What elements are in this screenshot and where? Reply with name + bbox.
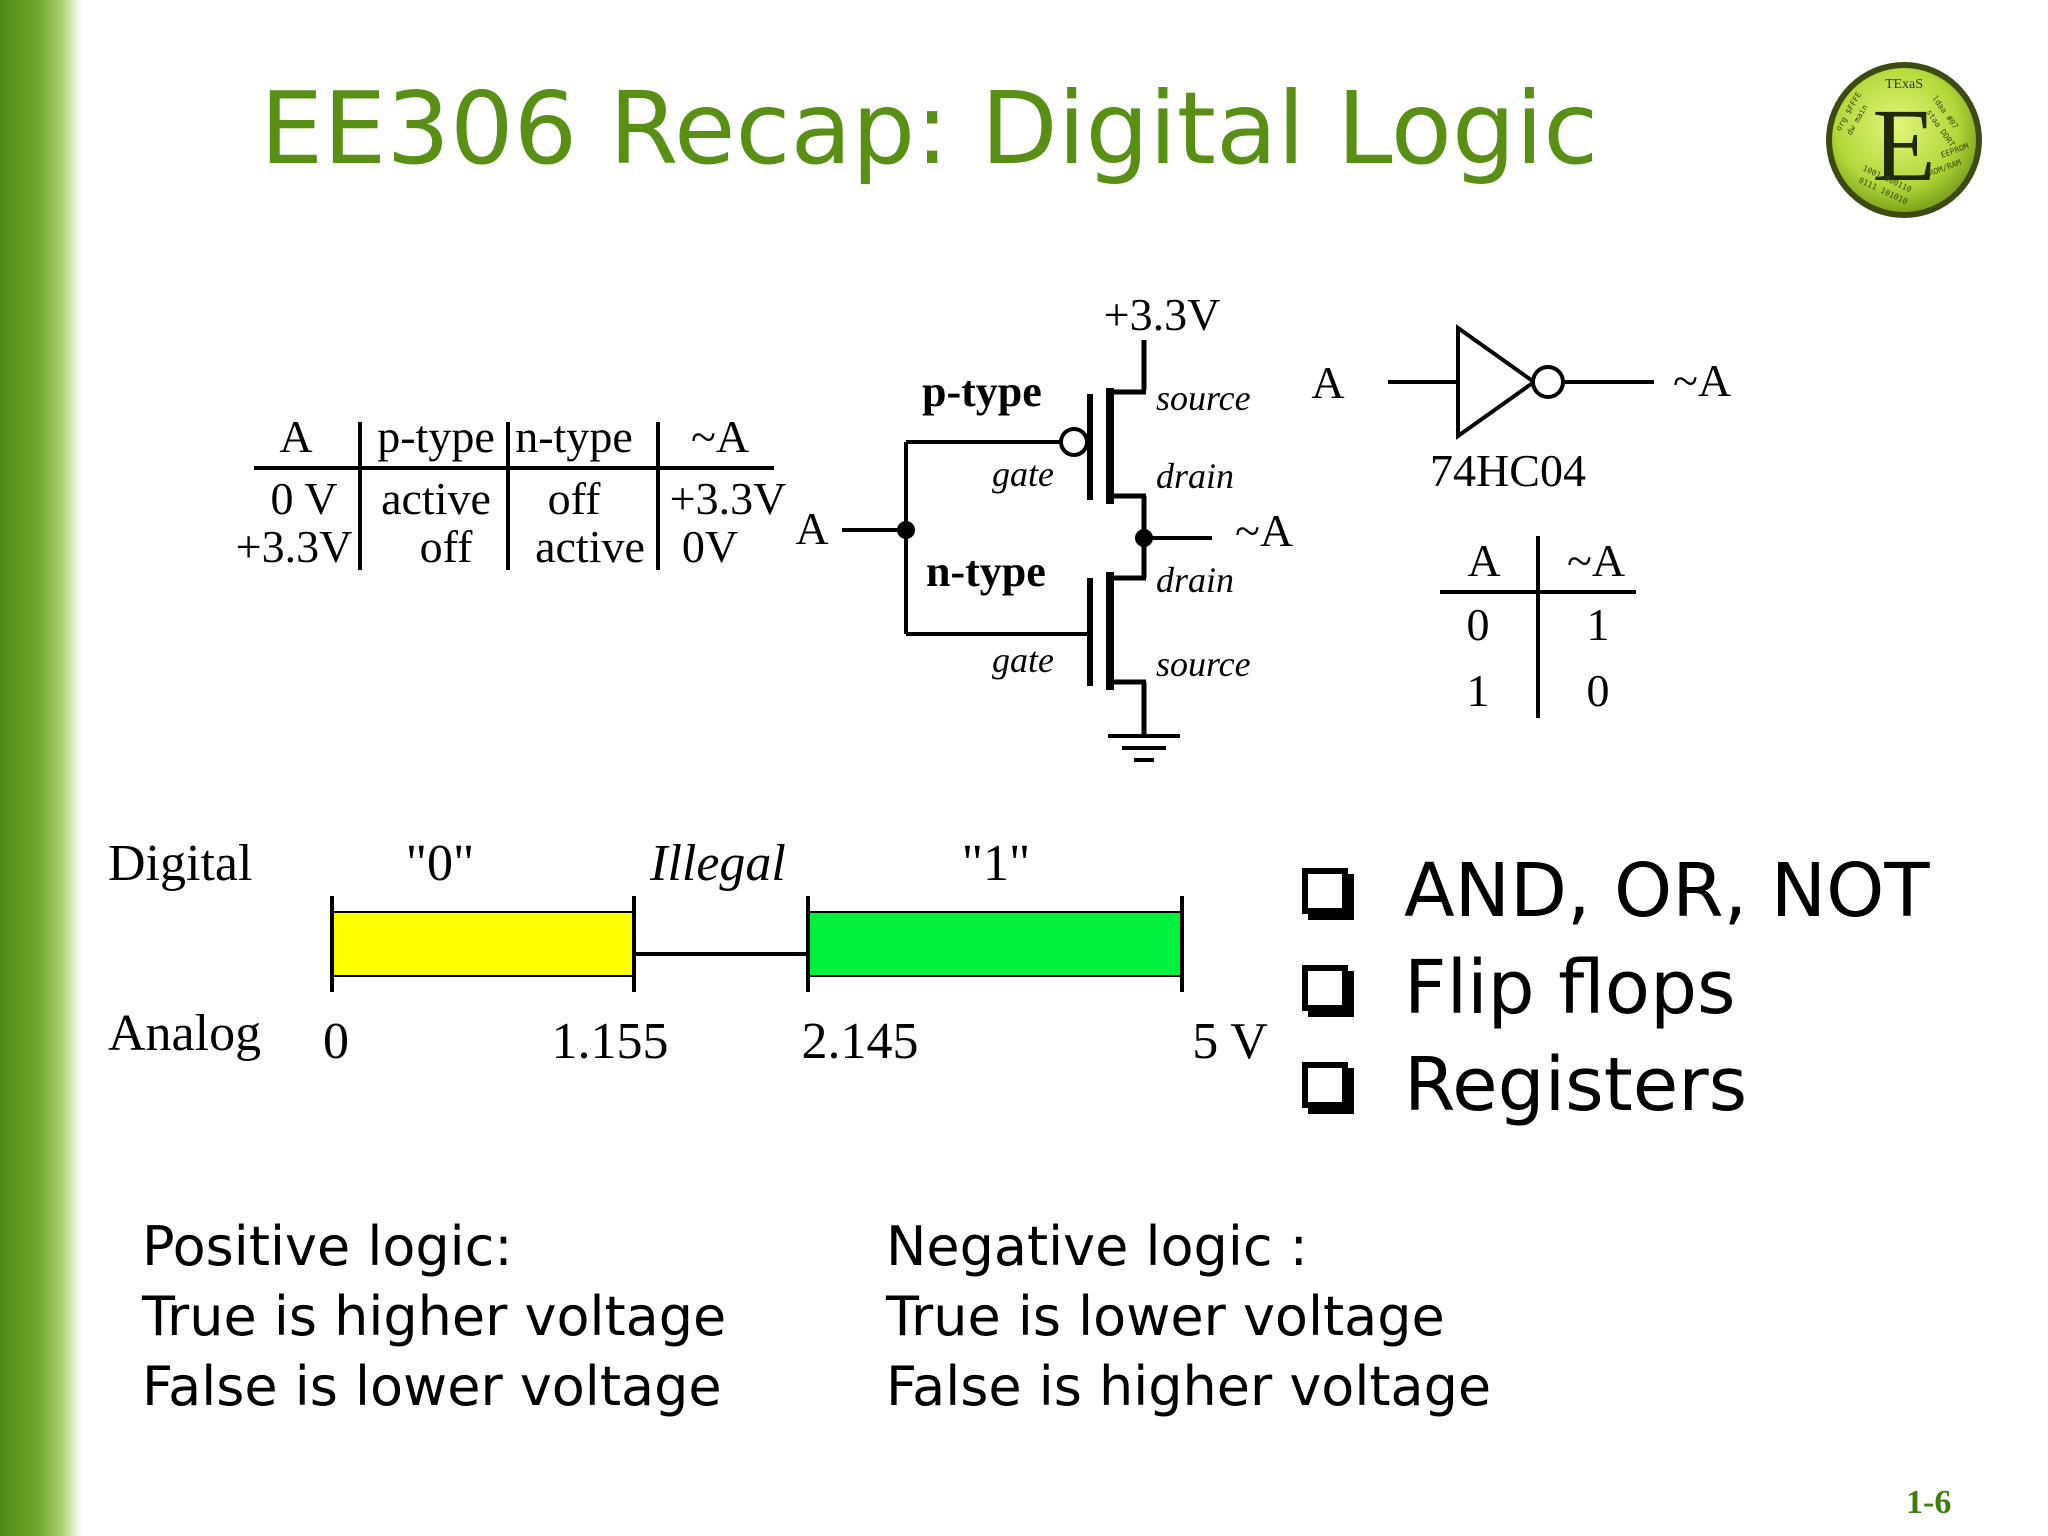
- bullet-text: Flip flops: [1404, 944, 1736, 1031]
- n-source-label: source: [1156, 644, 1251, 684]
- illegal-level-label: Illegal: [649, 835, 786, 892]
- bullet-text: Registers: [1404, 1041, 1748, 1128]
- truth-table-header: n-type: [515, 411, 633, 462]
- truth-table-cell: active: [381, 473, 491, 524]
- logic-one-band: [807, 911, 1183, 977]
- cmos-input-label: A: [795, 503, 828, 554]
- inverter-table-header: A: [1467, 535, 1500, 586]
- input-junction-dot: [897, 521, 915, 539]
- vdd-label: +3.3V: [1104, 289, 1221, 340]
- truth-table-cell: off: [420, 521, 473, 572]
- topic-bullet-list: AND, OR, NOT Flip flops Registers: [1302, 842, 1930, 1133]
- inverter-table-cell: 1: [1587, 599, 1610, 650]
- n-drain-label: drain: [1156, 560, 1234, 600]
- checkbox-bullet-icon: [1302, 1061, 1348, 1108]
- truth-table-cell: 0V: [682, 521, 738, 572]
- positive-logic-heading: Positive logic:: [142, 1215, 513, 1278]
- positive-logic-block: Positive logic: True is higher voltage F…: [142, 1212, 726, 1422]
- voltage-tick-label: 2.145: [802, 1013, 919, 1070]
- logo-letter: E: [1872, 88, 1936, 203]
- negative-logic-block: Negative logic : True is lower voltage F…: [886, 1212, 1491, 1422]
- logic-zero-band: [331, 911, 635, 977]
- p-gate-label: gate: [992, 454, 1054, 494]
- checkbox-bullet-icon: [1302, 964, 1348, 1011]
- p-type-label: p-type: [922, 367, 1042, 416]
- positive-logic-line: True is higher voltage: [142, 1285, 727, 1348]
- slide-sidebar-gradient: [0, 0, 82, 1536]
- zero-level-label: "0": [406, 835, 474, 892]
- negative-logic-line: True is lower voltage: [886, 1285, 1445, 1348]
- inverter-table-cell: 0: [1467, 599, 1490, 650]
- truth-table-cell: +3.3V: [670, 473, 787, 524]
- truth-table-header: A: [279, 411, 312, 462]
- truth-table-cell: active: [535, 521, 645, 572]
- voltage-tick-label: 1.155: [552, 1013, 669, 1070]
- texas-logo: TExaS E org $FFFE dw main ldaa #07 staa …: [1826, 62, 1982, 218]
- gate-part-number: 74HC04: [1430, 445, 1586, 496]
- bullet-item: Registers: [1302, 1036, 1930, 1133]
- p-drain-label: drain: [1156, 456, 1234, 496]
- inverter-table-cell: 0: [1587, 665, 1610, 716]
- truth-table-header: p-type: [377, 411, 495, 462]
- negative-logic-heading: Negative logic :: [886, 1215, 1308, 1278]
- truth-table-cell: +3.3V: [236, 521, 353, 572]
- slide-title: EE306 Recap: Digital Logic: [260, 70, 1599, 187]
- cmos-output-label: ~A: [1235, 505, 1293, 556]
- mosfet-truth-table: A p-type n-type ~A 0 V active off +3.3V …: [236, 411, 787, 572]
- logo-ring-text: TExaS: [1885, 77, 1923, 92]
- p-source-label: source: [1156, 378, 1251, 418]
- gate-input-label: A: [1311, 357, 1344, 408]
- page-number: 1-6: [1906, 1484, 1952, 1521]
- negative-logic-line: False is higher voltage: [886, 1355, 1492, 1418]
- inverter-table-cell: 1: [1467, 665, 1490, 716]
- truth-table-cell: off: [548, 473, 601, 524]
- output-junction-dot: [1135, 529, 1153, 547]
- gate-output-label: ~A: [1673, 355, 1731, 406]
- inverter-table-lines: [1440, 536, 1636, 718]
- voltage-tick-label: 0: [323, 1013, 349, 1070]
- bullet-item: AND, OR, NOT: [1302, 842, 1930, 939]
- truth-table-lines: [254, 422, 774, 570]
- n-gate-label: gate: [992, 640, 1054, 680]
- voltage-scale-lines: [330, 896, 1184, 992]
- bullet-text: AND, OR, NOT: [1404, 847, 1930, 934]
- truth-table-header: ~A: [691, 411, 749, 462]
- digital-row-label: Digital: [108, 835, 252, 892]
- analog-row-label: Analog: [108, 1005, 261, 1062]
- n-type-label: n-type: [926, 547, 1046, 596]
- not-gate-symbol: [1388, 324, 1654, 440]
- inverter-table-header: ~A: [1567, 535, 1625, 586]
- voltage-tick-label: 5 V: [1192, 1013, 1268, 1070]
- checkbox-bullet-icon: [1302, 867, 1348, 914]
- one-level-label: "1": [962, 835, 1030, 892]
- positive-logic-line: False is lower voltage: [142, 1355, 722, 1418]
- bullet-item: Flip flops: [1302, 939, 1930, 1036]
- truth-table-cell: 0 V: [271, 473, 338, 524]
